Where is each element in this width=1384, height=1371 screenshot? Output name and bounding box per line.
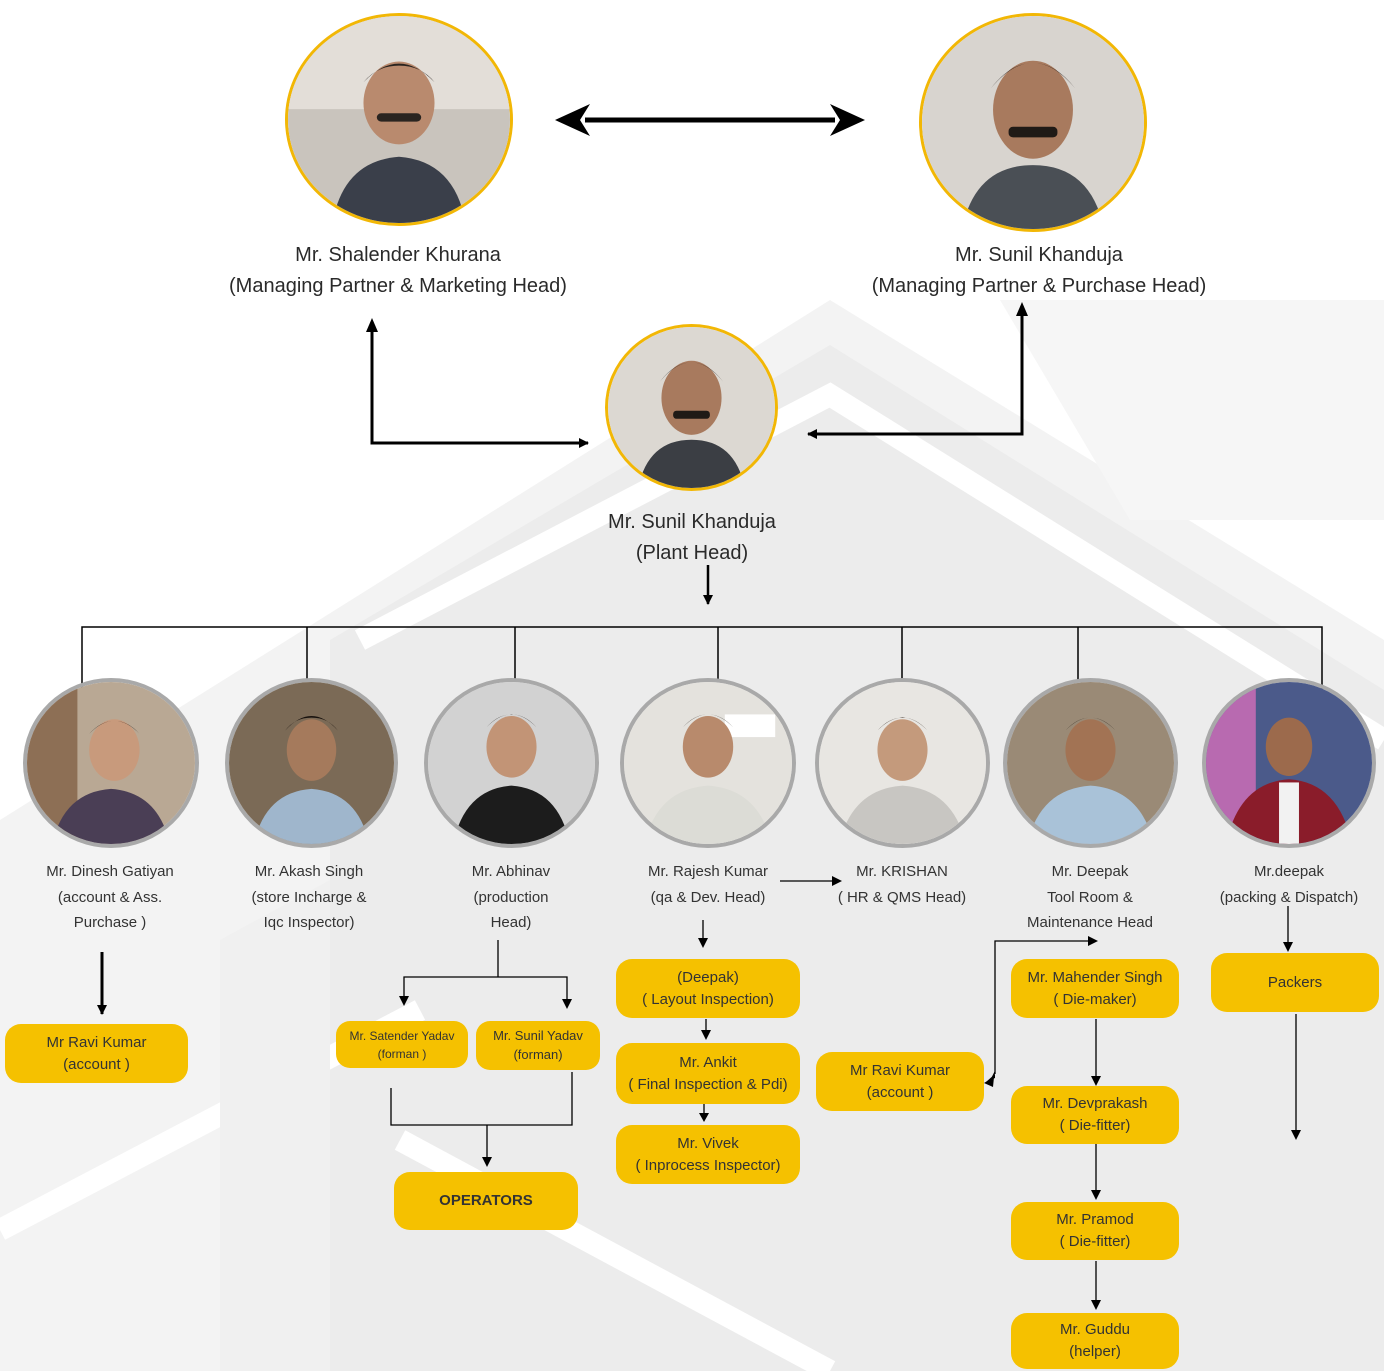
- box-role: ( Die-maker): [1053, 990, 1137, 1008]
- box-pramod: Mr. Pramod ( Die-fitter): [1011, 1202, 1179, 1260]
- box-role: (account ): [866, 1083, 934, 1101]
- staff-role: (packing & Dispatch): [1219, 888, 1359, 906]
- staff-caption-deepak-packing: Mr.deepak (packing & Dispatch): [1189, 859, 1384, 910]
- plant-head-role: (Plant Head): [635, 542, 749, 564]
- box-role: (account ): [63, 1055, 130, 1073]
- box-ravi-account-left: Mr Ravi Kumar (account ): [5, 1024, 188, 1083]
- portrait-photo-plant-head: [605, 324, 778, 491]
- box-role: (forman): [513, 1046, 563, 1062]
- portrait-photo-dinesh: [23, 678, 199, 848]
- staff-caption-rajesh: Mr. Rajesh Kumar (qa & Dev. Head): [608, 859, 808, 910]
- box-role: (helper): [1069, 1343, 1121, 1360]
- portrait-photo-rajesh: [620, 678, 796, 848]
- box-name: Mr. Ankit: [679, 1053, 737, 1071]
- staff-caption-abhinav: Mr. Abhinav (production Head): [411, 859, 611, 936]
- staff-role: ( HR & QMS Head): [837, 888, 967, 906]
- staff-role: Maintenance Head: [1027, 914, 1153, 931]
- staff-role: (production: [473, 888, 549, 906]
- box-role: (forman ): [377, 1046, 427, 1061]
- box-name: Mr. Devprakash: [1042, 1095, 1148, 1113]
- portrait-photo-krishan: [815, 678, 990, 848]
- staff-name: Mr. Akash Singh: [254, 863, 364, 880]
- staff-name: Mr. Rajesh Kumar: [647, 863, 769, 880]
- staff-role: Iqc Inspector): [263, 914, 355, 931]
- box-name: Mr. Pramod: [1056, 1211, 1134, 1229]
- staff-role: (qa & Dev. Head): [650, 888, 766, 906]
- box-role: ( Die-fitter): [1059, 1117, 1131, 1134]
- box-operators: OPERATORS: [394, 1172, 578, 1230]
- portrait-photo-deepak-toolroom: [1003, 678, 1178, 848]
- plant-head-name: Mr. Sunil Khanduja: [608, 511, 776, 533]
- staff-role: Purchase ): [73, 914, 147, 931]
- staff-name: Mr. Abhinav: [471, 863, 551, 880]
- box-devprakash: Mr. Devprakash ( Die-fitter): [1011, 1086, 1179, 1144]
- staff-name: Mr. KRISHAN: [856, 863, 948, 880]
- box-mahender: Mr. Mahender Singh ( Die-maker): [1011, 959, 1179, 1018]
- partner-left-role: (Managing Partner & Marketing Head): [229, 275, 567, 297]
- box-sunil-yadav: Mr. Sunil Yadav (forman): [476, 1021, 600, 1070]
- plant-head-caption: Mr. Sunil Khanduja (Plant Head): [592, 507, 792, 569]
- box-name: OPERATORS: [439, 1192, 533, 1210]
- box-name: Packers: [1267, 973, 1323, 991]
- partner-right-name: Mr. Sunil Khanduja: [955, 244, 1123, 266]
- portrait-photo-sunil-top: [919, 13, 1147, 232]
- box-ankit: Mr. Ankit ( Final Inspection & Pdi): [616, 1043, 800, 1104]
- box-role: ( Final Inspection & Pdi): [628, 1075, 788, 1093]
- staff-name: Mr. Dinesh Gatiyan: [46, 863, 174, 880]
- staff-caption-deepak-toolroom: Mr. Deepak Tool Room & Maintenance Head: [990, 859, 1190, 936]
- staff-role: Head): [490, 914, 532, 931]
- box-deepak-layout: (Deepak) ( Layout Inspection): [616, 959, 800, 1018]
- box-name: Mr. Vivek: [677, 1134, 739, 1152]
- partner-right-role: (Managing Partner & Purchase Head): [871, 275, 1207, 297]
- staff-caption-akash: Mr. Akash Singh (store Incharge & Iqc In…: [209, 859, 409, 936]
- box-name: Mr. Guddu: [1059, 1321, 1131, 1339]
- staff-caption-dinesh: Mr. Dinesh Gatiyan (account & Ass. Purch…: [10, 859, 210, 936]
- portrait-photo-shalender: [285, 13, 513, 226]
- box-role: ( Inprocess Inspector): [635, 1156, 781, 1174]
- box-role: ( Layout Inspection): [642, 990, 774, 1008]
- box-name: Mr Ravi Kumar: [46, 1033, 147, 1051]
- portrait-photo-deepak-packing: [1202, 678, 1376, 848]
- box-name: Mr Ravi Kumar: [849, 1061, 950, 1079]
- box-vivek: Mr. Vivek ( Inprocess Inspector): [616, 1125, 800, 1184]
- partner-left-caption: Mr. Shalender Khurana (Managing Partner …: [198, 240, 598, 302]
- box-name: Mr. Sunil Yadav: [493, 1027, 583, 1043]
- portrait-photo-abhinav: [424, 678, 599, 848]
- box-ravi-account-right: Mr Ravi Kumar (account ): [816, 1052, 984, 1111]
- box-guddu: Mr. Guddu (helper): [1011, 1313, 1179, 1369]
- staff-name: Mr.deepak: [1253, 863, 1325, 880]
- box-packers: Packers: [1211, 953, 1379, 1012]
- partner-right-caption: Mr. Sunil Khanduja (Managing Partner & P…: [839, 240, 1239, 302]
- staff-role: (store Incharge &: [251, 888, 367, 906]
- box-role: ( Die-fitter): [1059, 1233, 1131, 1250]
- staff-role: (account & Ass.: [57, 888, 163, 906]
- staff-caption-krishan: Mr. KRISHAN ( HR & QMS Head): [802, 859, 1002, 910]
- portrait-photo-akash: [225, 678, 398, 848]
- box-name: Mr. Mahender Singh: [1027, 968, 1163, 986]
- staff-role: Tool Room &: [1047, 888, 1133, 906]
- box-satender: Mr. Satender Yadav (forman ): [336, 1021, 468, 1068]
- box-name: Mr. Satender Yadav: [349, 1028, 455, 1043]
- box-name: (Deepak): [677, 968, 739, 986]
- partner-left-name: Mr. Shalender Khurana: [295, 244, 501, 266]
- staff-name: Mr. Deepak: [1051, 863, 1129, 880]
